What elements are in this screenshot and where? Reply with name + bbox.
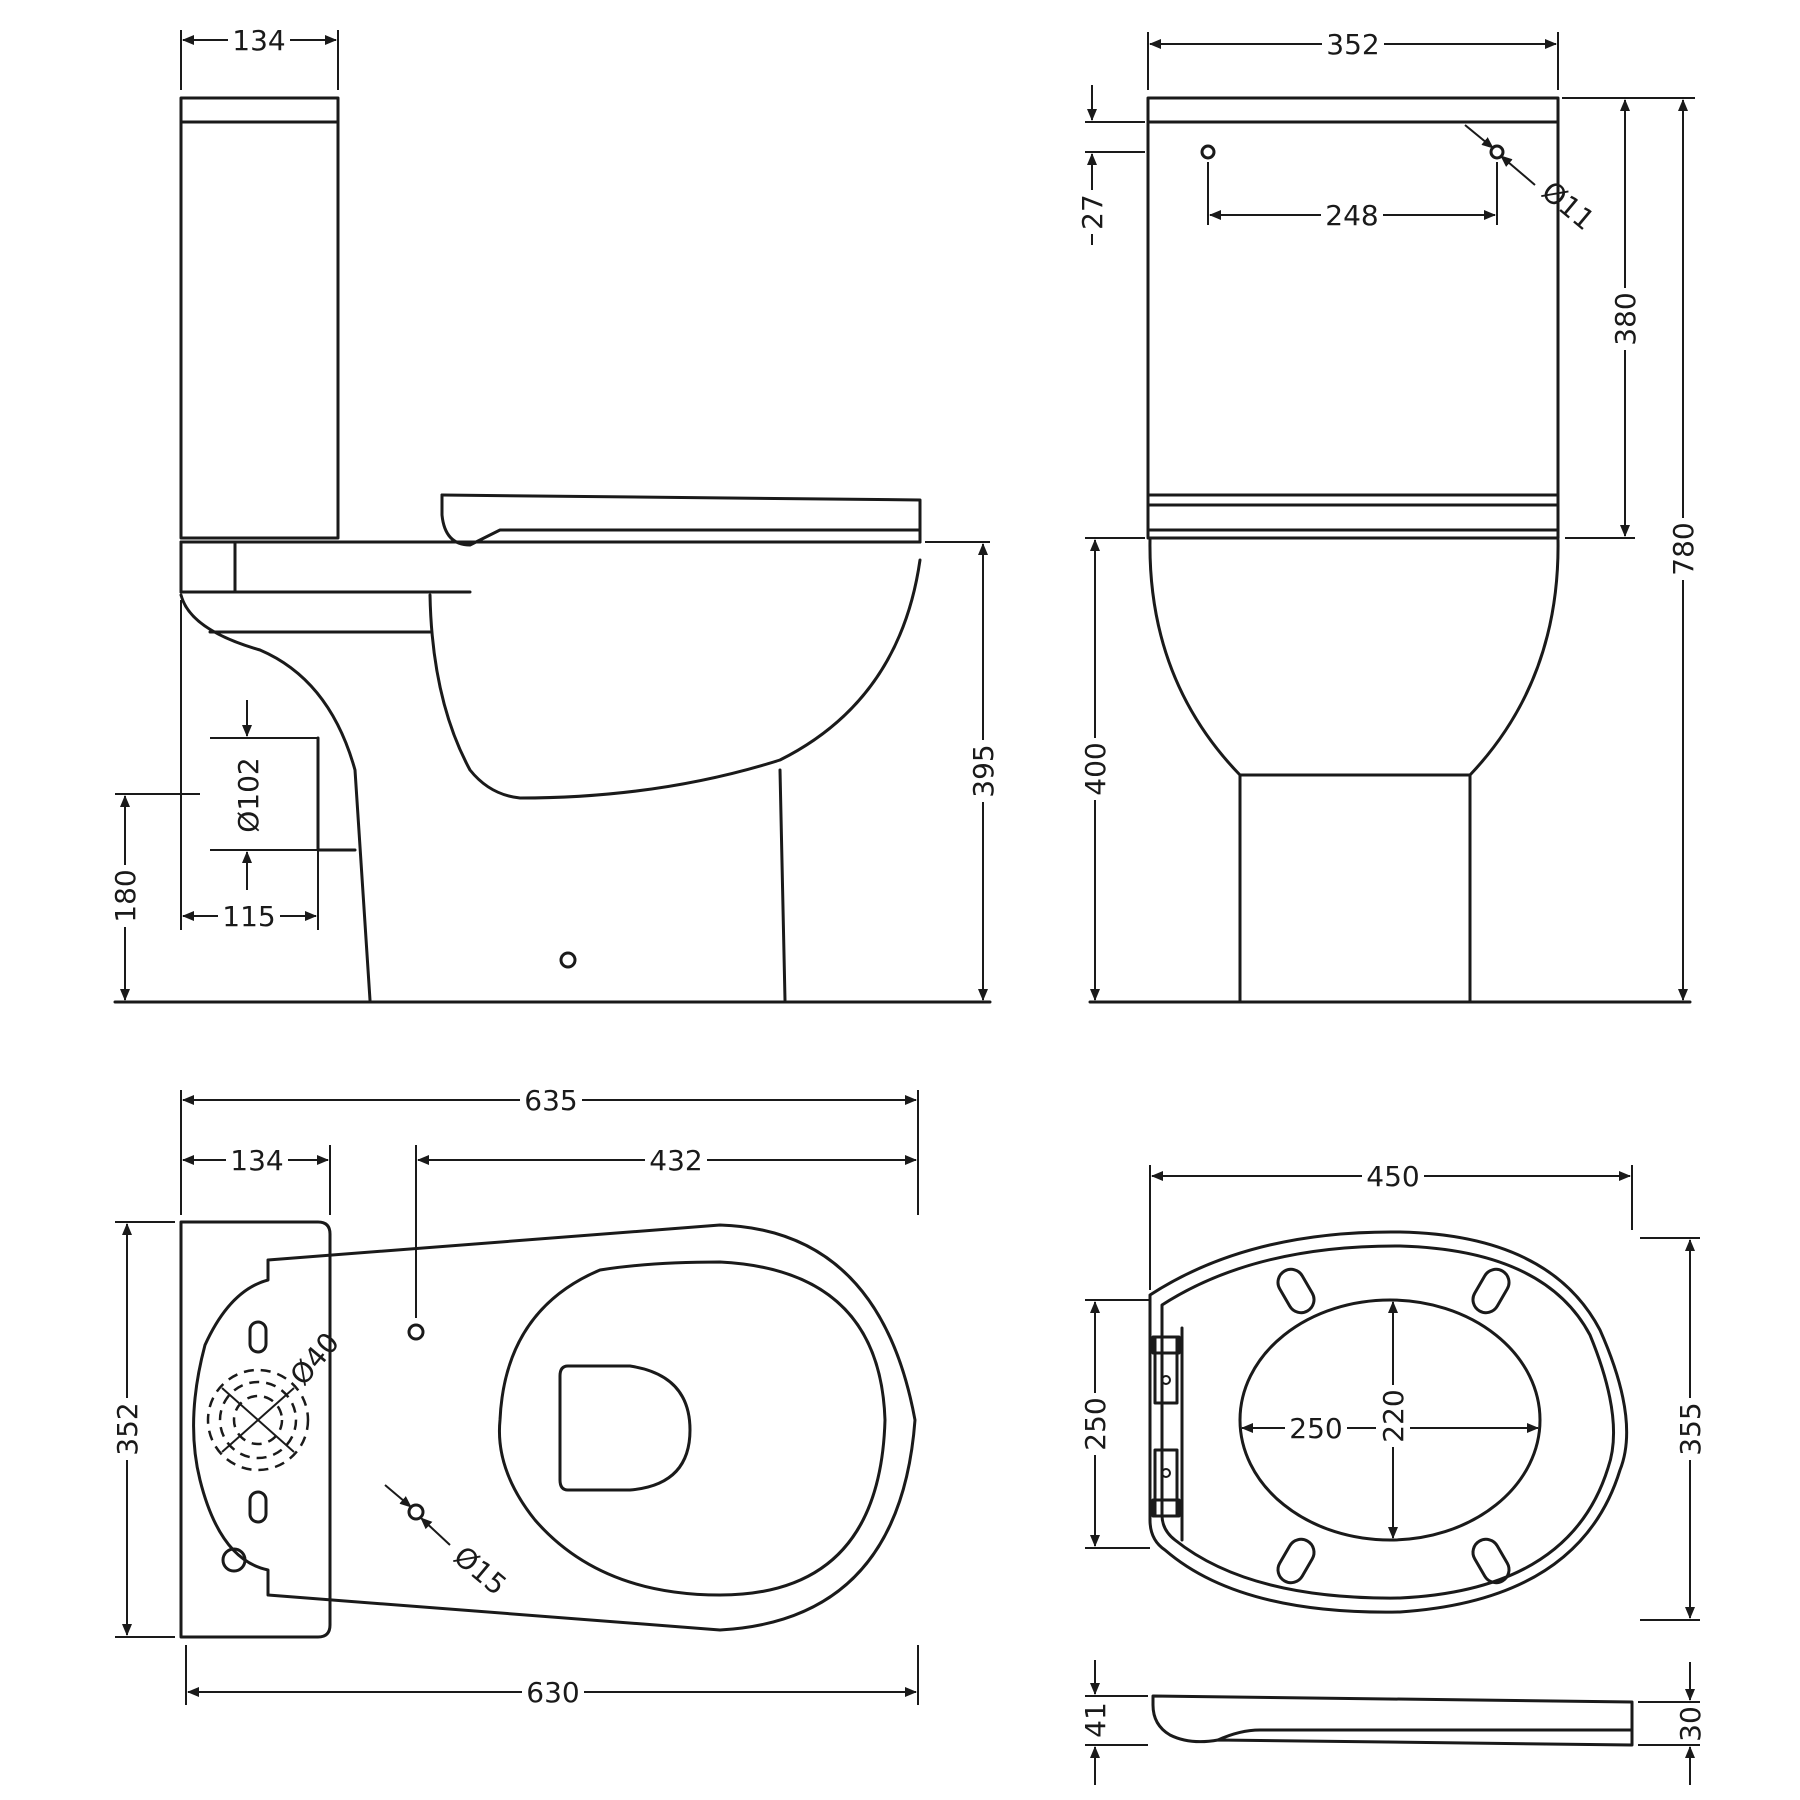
plan-fixing-hole-rear <box>407 1323 425 1341</box>
dim-front-cistern-height: 380 <box>1609 292 1642 345</box>
dim-side-outlet-setback: 115 <box>222 900 275 933</box>
dim-plan-cistern-depth: 134 <box>230 1144 283 1177</box>
seat-side <box>440 493 922 544</box>
dim-side-outlet-height: 180 <box>109 869 142 922</box>
dim-seat-length: 355 <box>1674 1402 1707 1455</box>
dim-plan-base-length: 630 <box>526 1676 579 1709</box>
plan-inlet <box>206 1368 310 1472</box>
dim-seat-width: 450 <box>1366 1160 1419 1193</box>
seat-hinge-bottom <box>1153 1448 1179 1518</box>
trap-curve <box>179 593 372 1002</box>
plan-view: 635 134 432 352 Ø40 Ø15 630 <box>110 1082 919 1710</box>
seat-view: 450 250 250 220 355 41 3 <box>1078 1158 1707 1785</box>
dim-front-total-height: 780 <box>1667 522 1700 575</box>
dim-front-cistern-width: 352 <box>1326 28 1379 61</box>
front-cistern-outline <box>1146 96 1560 540</box>
cistern-outline <box>179 96 340 540</box>
dim-plan-fixing-hole-diameter: Ø15 <box>447 1540 512 1602</box>
dim-seat-hinge-spacing: 250 <box>1079 1397 1112 1450</box>
side-view: 134 Ø102 180 115 395 <box>108 22 1000 1004</box>
plan-fixing-hole <box>407 1503 425 1521</box>
dim-seat-profile-thickness: 41 <box>1079 1702 1112 1738</box>
dim-side-cistern-depth: 134 <box>232 24 285 57</box>
dim-front-hole-spacing: 248 <box>1325 199 1378 232</box>
front-right-fixing-hole <box>1489 144 1505 160</box>
dim-plan-width: 352 <box>111 1402 144 1455</box>
dim-plan-fixing-distance: 432 <box>649 1144 702 1177</box>
dim-plan-total-length: 635 <box>524 1084 577 1117</box>
dim-side-pan-height: 395 <box>967 744 1000 797</box>
dim-plan-inlet-diameter: Ø40 <box>284 1326 346 1391</box>
plan-cistern-outline <box>179 1220 332 1639</box>
dim-side-outlet-diameter: Ø102 <box>232 757 265 832</box>
seat-opening <box>1238 1298 1542 1542</box>
front-left-fixing-hole <box>1200 144 1216 160</box>
dim-seat-opening-width: 250 <box>1289 1412 1342 1445</box>
seat-outer <box>1148 1230 1629 1614</box>
dim-front-hole-offset: 27 <box>1076 194 1109 230</box>
dim-front-pan-height: 400 <box>1079 742 1112 795</box>
seat-hinge-top <box>1153 1335 1179 1405</box>
bowl-side <box>428 558 922 800</box>
dim-front-hole-diameter: Ø11 <box>1535 175 1600 237</box>
plan-bowl-rim <box>497 1260 887 1597</box>
front-view: 352 27 248 Ø11 380 400 780 <box>1075 26 1700 1004</box>
dim-seat-opening-depth: 220 <box>1377 1389 1410 1442</box>
dim-seat-edge-thickness: 30 <box>1674 1706 1707 1742</box>
front-bowl <box>1148 538 1560 777</box>
plan-pan-outline <box>192 1223 917 1632</box>
